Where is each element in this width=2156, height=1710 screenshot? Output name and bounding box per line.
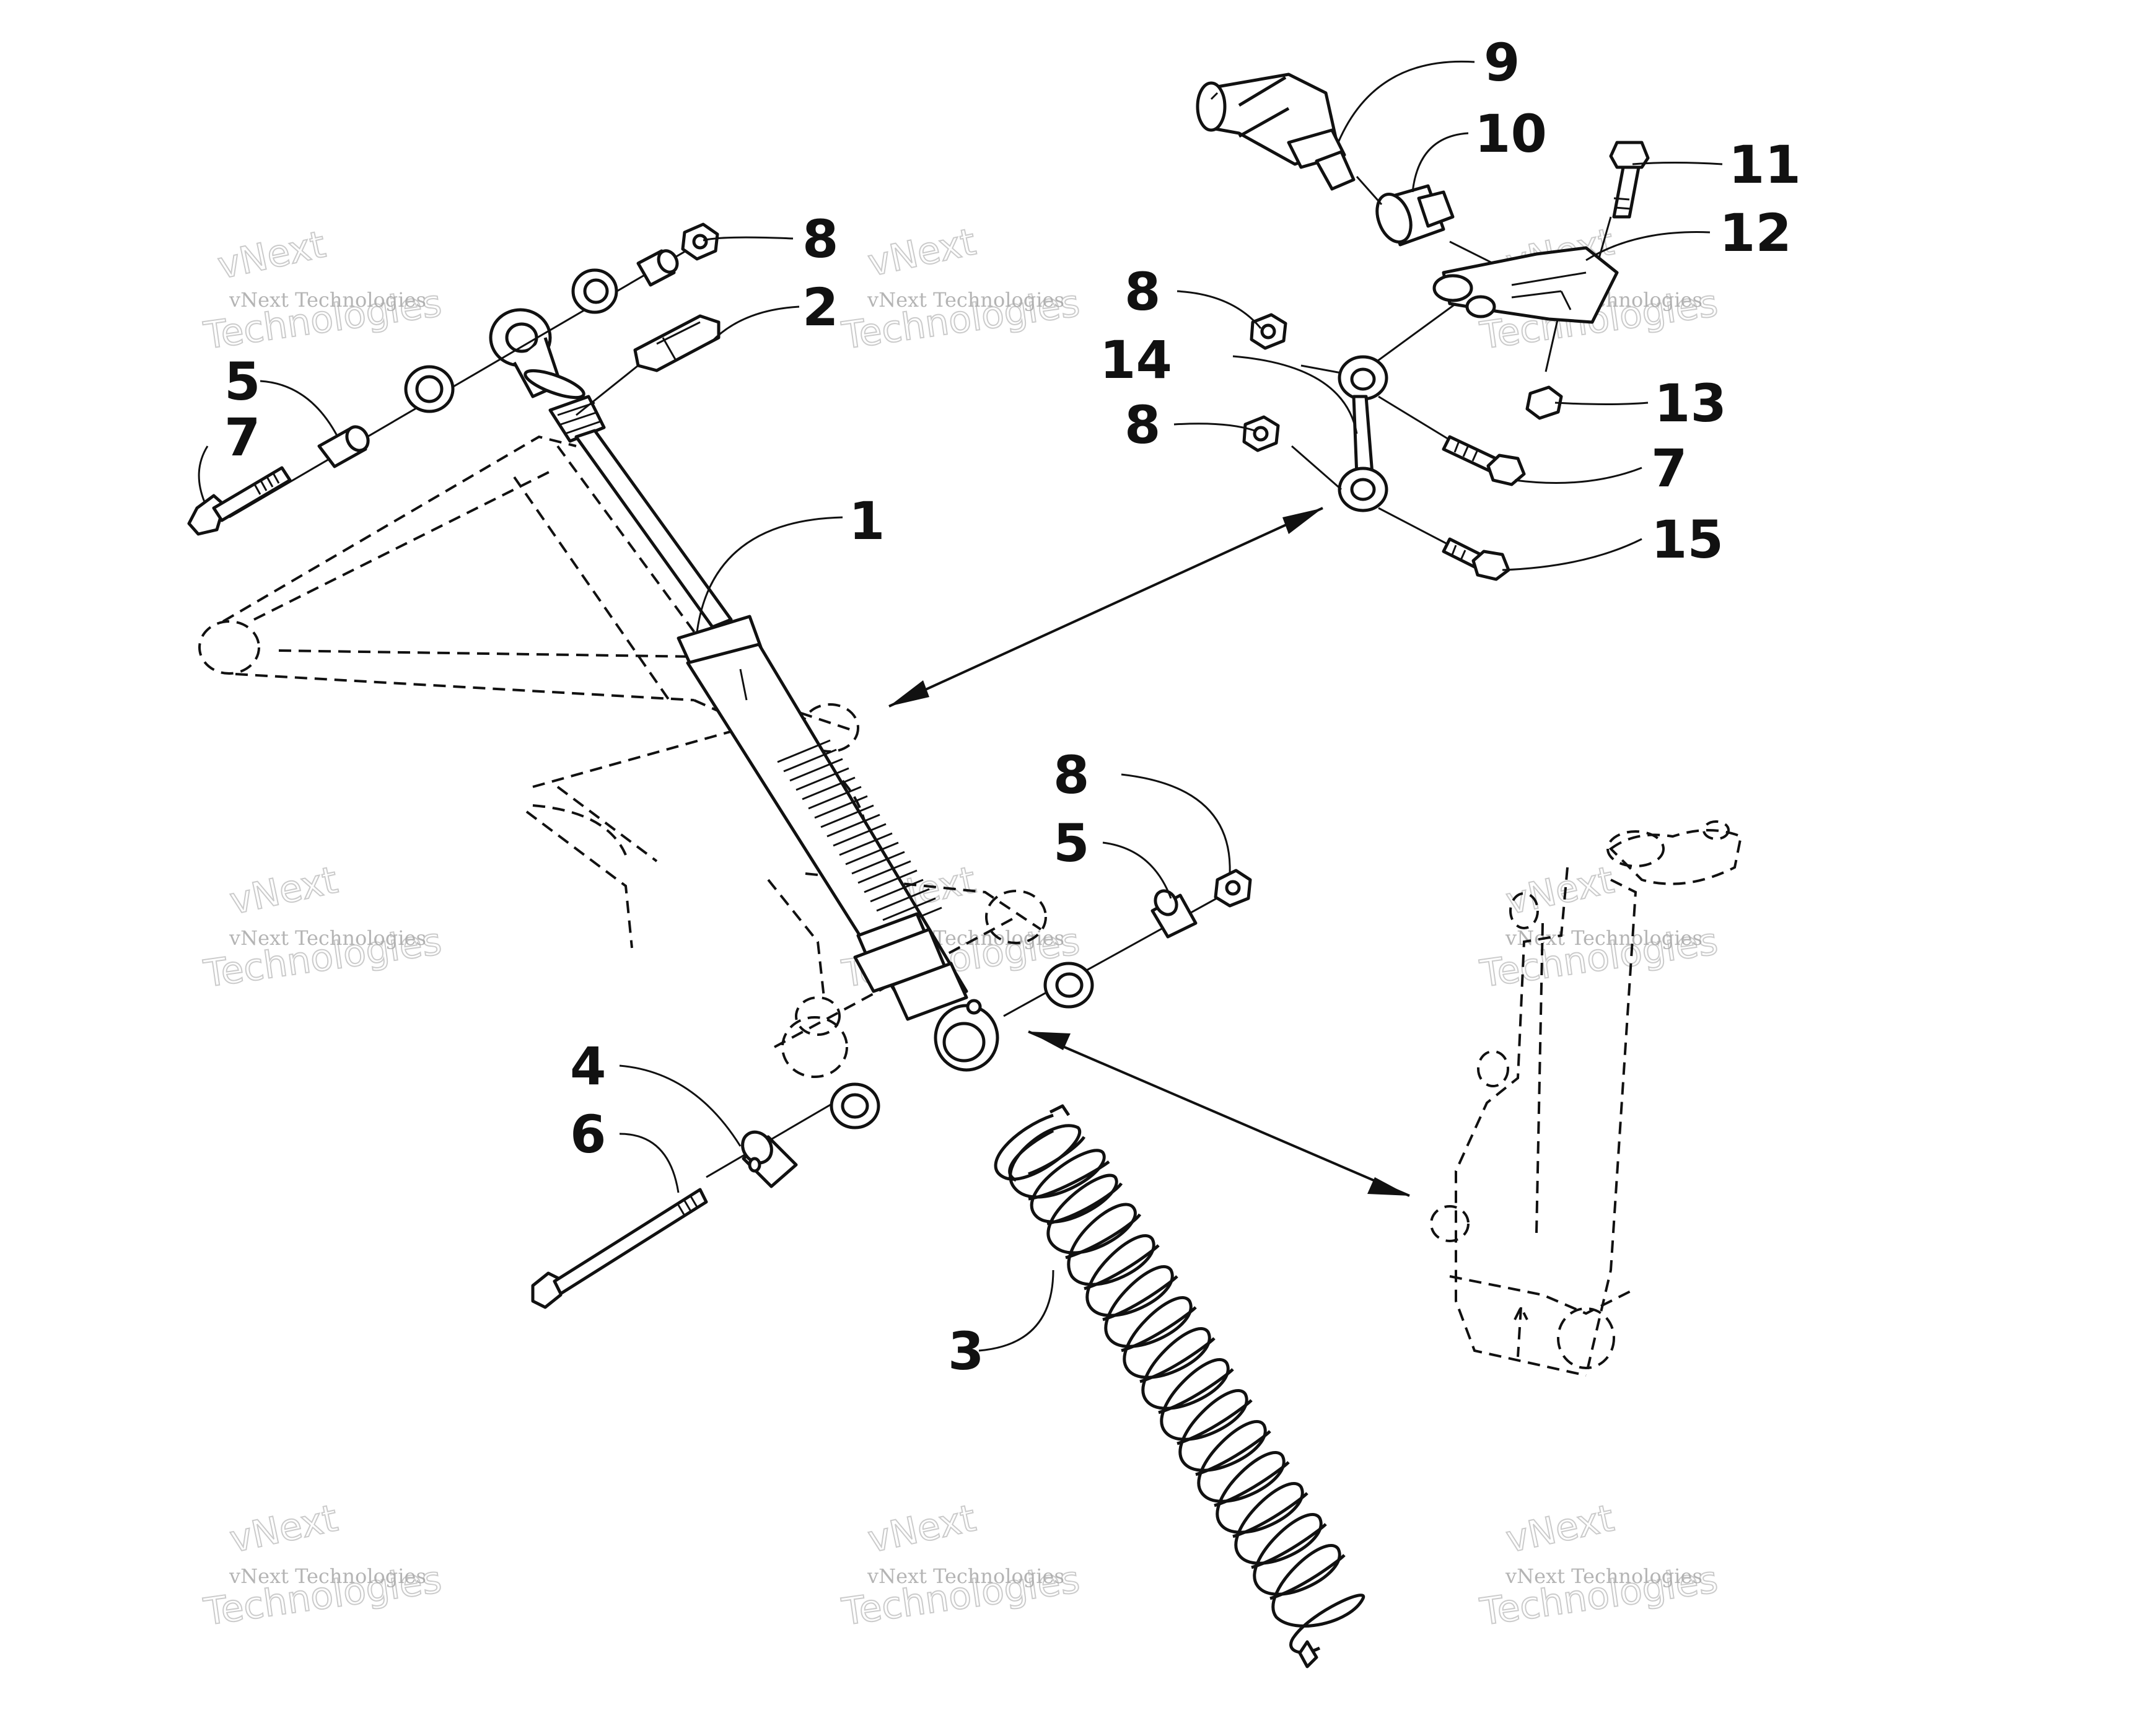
arrow-head bbox=[889, 680, 929, 706]
leader-lines bbox=[198, 60, 1723, 1352]
callout-5: 5 bbox=[224, 351, 260, 412]
watermarks: vNext vNext Technologies Technologies vN… bbox=[200, 219, 1720, 1634]
svg-text:vNext: vNext bbox=[864, 220, 979, 285]
shock-absorber bbox=[489, 308, 999, 1072]
callout-14: 14 bbox=[1100, 330, 1172, 390]
spindle-ghost bbox=[1430, 820, 1743, 1377]
svg-text:vNext: vNext bbox=[864, 1496, 979, 1561]
svg-text:vNext Technologies: vNext Technologies bbox=[867, 1564, 1064, 1588]
arrow-head bbox=[1282, 508, 1323, 534]
callout-8: 8 bbox=[1124, 395, 1160, 455]
watermark: vNext vNext Technologies Technologies bbox=[1476, 1496, 1720, 1634]
callout-6: 6 bbox=[570, 1104, 606, 1165]
shock-threads bbox=[777, 739, 942, 931]
watermark: vNext vNext Technologies Technologies bbox=[200, 857, 444, 996]
watermark: vNext vNext Technologies Technologies bbox=[200, 222, 444, 359]
callout-8: 8 bbox=[1124, 261, 1160, 322]
callout-13: 13 bbox=[1654, 373, 1727, 434]
callout-9: 9 bbox=[1484, 32, 1520, 93]
callout-2: 2 bbox=[802, 277, 838, 338]
callout-15: 15 bbox=[1651, 509, 1724, 570]
callout-12: 12 bbox=[1719, 203, 1792, 263]
svg-text:vNext Technologies: vNext Technologies bbox=[1505, 926, 1702, 950]
svg-text:vNext Technologies: vNext Technologies bbox=[867, 288, 1064, 312]
arrow-head bbox=[1367, 1177, 1409, 1196]
watermark: vNext vNext Technologies Technologies bbox=[200, 1496, 444, 1634]
callout-8: 8 bbox=[1053, 745, 1089, 805]
svg-text:vNext Technologies: vNext Technologies bbox=[1505, 1564, 1702, 1588]
lower-mount-hardware bbox=[531, 869, 1252, 1309]
svg-text:vNext Technologies: vNext Technologies bbox=[229, 1564, 426, 1588]
callout-3: 3 bbox=[948, 1321, 984, 1382]
watermark: vNext vNext Technologies Technologies bbox=[838, 219, 1082, 358]
coil-spring bbox=[994, 1104, 1365, 1668]
svg-text:vNext Technologies: vNext Technologies bbox=[229, 288, 426, 312]
callout-7: 7 bbox=[1651, 438, 1687, 499]
callouts: 1 2 3 4 5 5 6 7 7 8 8 8 8 9 10 11 12 13 … bbox=[224, 32, 1801, 1382]
callout-7: 7 bbox=[224, 407, 260, 468]
watermark: vNext vNext Technologies Technologies bbox=[838, 1496, 1082, 1634]
reference-arrows bbox=[888, 507, 1410, 1197]
watermark: vNext vNext Technologies Technologies bbox=[1476, 857, 1720, 996]
callout-8: 8 bbox=[802, 209, 838, 270]
callout-5: 5 bbox=[1053, 813, 1089, 874]
callout-4: 4 bbox=[570, 1036, 606, 1097]
svg-text:vNext: vNext bbox=[226, 858, 341, 923]
svg-text:vNext: vNext bbox=[226, 1496, 341, 1561]
svg-text:vNext Technologies: vNext Technologies bbox=[229, 926, 426, 950]
callout-11: 11 bbox=[1729, 134, 1801, 195]
callout-10: 10 bbox=[1475, 103, 1547, 164]
stabilizer-link-assembly bbox=[1196, 72, 1650, 581]
svg-text:vNext: vNext bbox=[1502, 1496, 1618, 1561]
a-arm-ghost bbox=[198, 435, 1047, 1078]
upper-mount-hardware bbox=[187, 222, 721, 536]
callout-1: 1 bbox=[849, 491, 885, 551]
svg-text:vNext: vNext bbox=[1502, 858, 1618, 923]
arrow-head bbox=[1028, 1032, 1071, 1050]
svg-text:vNext: vNext bbox=[214, 223, 329, 288]
